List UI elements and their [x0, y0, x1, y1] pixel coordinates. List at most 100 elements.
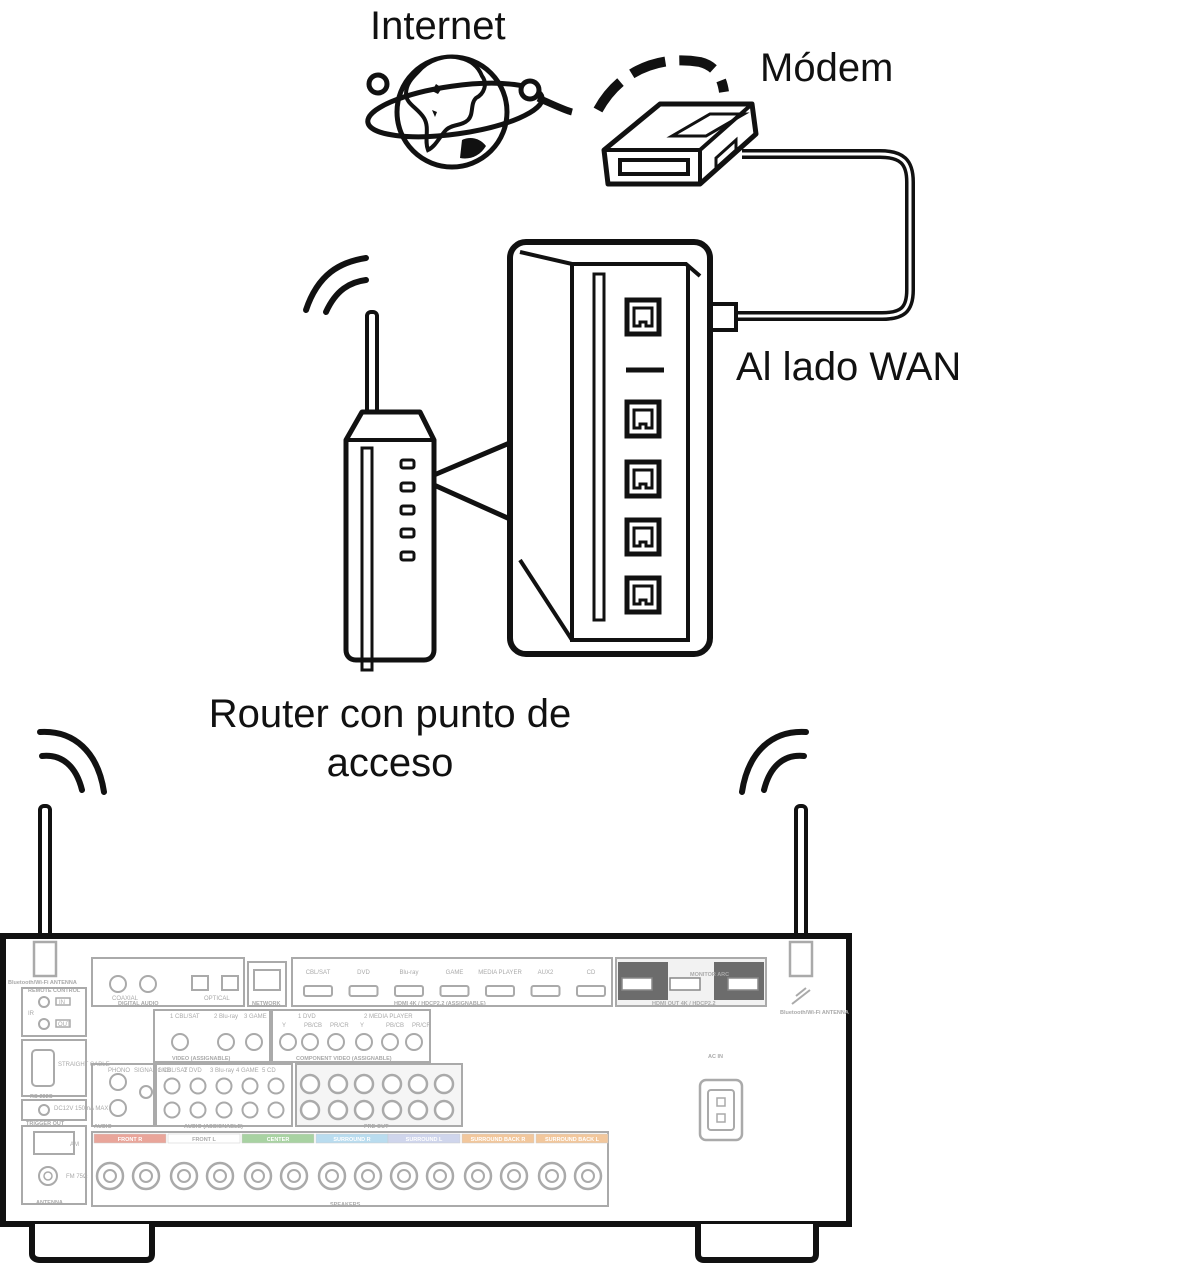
component-jack-label: PB/CB — [304, 1023, 322, 1029]
wan-cable — [736, 149, 915, 321]
ethernet-port-2 — [624, 399, 662, 439]
audio-jack — [267, 1077, 285, 1095]
speaker-group-label: SURROUND R — [333, 1137, 370, 1143]
speaker-terminal — [537, 1161, 567, 1191]
antenna-right-label: Bluetooth/Wi-Fi ANTENNA — [780, 1010, 849, 1016]
video-jack — [301, 1033, 319, 1051]
speaker-group-label: SURROUND BACK L — [545, 1137, 600, 1143]
modem-icon — [601, 101, 759, 187]
component-jack-label: Y — [282, 1023, 286, 1029]
hdmi-input-port — [485, 985, 515, 997]
antenna-label: ANTENNA — [36, 1200, 63, 1206]
router-icon — [343, 409, 437, 672]
audio-jack — [215, 1101, 233, 1119]
speaker-group-band — [93, 1133, 167, 1144]
speaker-group-band — [241, 1133, 315, 1144]
audio-input-label: 3 Blu-ray — [210, 1068, 234, 1074]
component-input-label: 2 MEDIA PLAYER — [364, 1014, 413, 1020]
speaker-terminal-core — [397, 1169, 411, 1183]
component-jack-label: PB/CB — [386, 1023, 404, 1029]
hdmi-caption: HDMI 4K / HDCP2.2 (ASSIGNABLE) — [394, 1001, 486, 1007]
speaker-terminal-core — [287, 1169, 301, 1183]
video-jack — [171, 1033, 189, 1051]
router-label: Router con punto de acceso — [208, 692, 572, 785]
speaker-group-band — [167, 1133, 241, 1144]
video-jack — [217, 1033, 235, 1051]
speaker-terminal — [205, 1161, 235, 1191]
speaker-terminal-core — [177, 1169, 191, 1183]
speaker-terminal — [95, 1161, 125, 1191]
speaker-terminal — [131, 1161, 161, 1191]
speaker-terminal-core — [139, 1169, 153, 1183]
speaker-group-bands — [93, 1133, 609, 1144]
hdmi-input-label: DVD — [357, 970, 370, 976]
internet-label: Internet — [370, 4, 506, 48]
speaker-terminal — [317, 1161, 347, 1191]
hdmi-input-label: CD — [587, 970, 596, 976]
ac-in-label: AC IN — [708, 1054, 723, 1060]
preout-jack — [327, 1099, 349, 1121]
speaker-group-label: CENTER — [267, 1137, 290, 1143]
speaker-terminal-core — [433, 1169, 447, 1183]
speaker-terminal — [389, 1161, 419, 1191]
speaker-terminal — [169, 1161, 199, 1191]
speaker-terminal-core — [545, 1169, 559, 1183]
speaker-terminal — [573, 1161, 603, 1191]
phono-label: PHONO — [108, 1068, 130, 1074]
wan-side-label: Al lado WAN — [736, 345, 962, 389]
speaker-terminal-core — [361, 1169, 375, 1183]
preout-jack — [299, 1099, 321, 1121]
digital-audio-label: DIGITAL AUDIO — [118, 1001, 159, 1007]
audio-input-label: 2 DVD — [184, 1068, 202, 1074]
preout-jack — [381, 1073, 403, 1095]
preout-jack — [353, 1099, 375, 1121]
internet-modem-link — [593, 55, 729, 113]
hdmi-out-caption: HDMI OUT 4K / HDCP2.2 — [652, 1001, 716, 1007]
audio-jack — [163, 1101, 181, 1119]
audio-jack — [241, 1101, 259, 1119]
fm-label: FM 75Ω — [66, 1174, 88, 1180]
hdmi-input-port — [576, 985, 606, 997]
speaker-terminal — [425, 1161, 455, 1191]
speaker-terminal-core — [581, 1169, 595, 1183]
speaker-terminal-core — [471, 1169, 485, 1183]
hdmi-input-label: Blu-ray — [399, 970, 418, 976]
receiver-wifi-left-icon — [37, 728, 107, 795]
ethernet-port-1 — [624, 297, 662, 337]
video-jack — [327, 1033, 345, 1051]
hdmi-input-port — [439, 985, 470, 997]
speakers-label: SPEAKERS — [330, 1202, 361, 1208]
ethernet-port-socket — [632, 468, 654, 490]
router-back-panel — [507, 239, 713, 657]
preout-jack — [327, 1073, 349, 1095]
modem-label: Módem — [760, 46, 894, 90]
speaker-group-label: SURROUND BACK R — [471, 1137, 526, 1143]
speaker-group-label: FRONT R — [118, 1137, 142, 1143]
rear-panel-labels: Bluetooth/Wi-Fi ANTENNA Bluetooth/Wi-Fi … — [8, 970, 849, 1208]
hdmi-input-label: AUX2 — [538, 970, 554, 976]
audio-input-label: 1 CBL/SAT — [158, 1068, 188, 1074]
ir-label: IR — [28, 1011, 35, 1017]
component-input-label: 1 DVD — [298, 1014, 316, 1020]
speaker-terminal — [243, 1161, 273, 1191]
speaker-terminal — [353, 1161, 383, 1191]
component-jack-label: PR/CR — [330, 1023, 349, 1029]
trigger-out-label: TRIGGER OUT — [26, 1121, 65, 1127]
speaker-terminal-core — [251, 1169, 265, 1183]
rs232c-label: RS-232C — [30, 1094, 53, 1100]
audio-input-label: 5 CD — [262, 1068, 276, 1074]
audio-label: AUDIO — [94, 1124, 112, 1130]
audio-jack — [189, 1101, 207, 1119]
ethernet-port-3 — [624, 459, 662, 499]
preout-jack — [353, 1073, 375, 1095]
am-label: AM — [70, 1142, 79, 1148]
speaker-terminal — [279, 1161, 309, 1191]
preout-jack — [299, 1073, 321, 1095]
hdmi-input-label: CBL/SAT — [306, 970, 331, 976]
video-jack — [405, 1033, 423, 1051]
preout-jack — [433, 1099, 455, 1121]
video-input-label: 2 Blu-ray — [214, 1014, 238, 1020]
preout-jack — [407, 1099, 429, 1121]
audio-jack — [215, 1077, 233, 1095]
